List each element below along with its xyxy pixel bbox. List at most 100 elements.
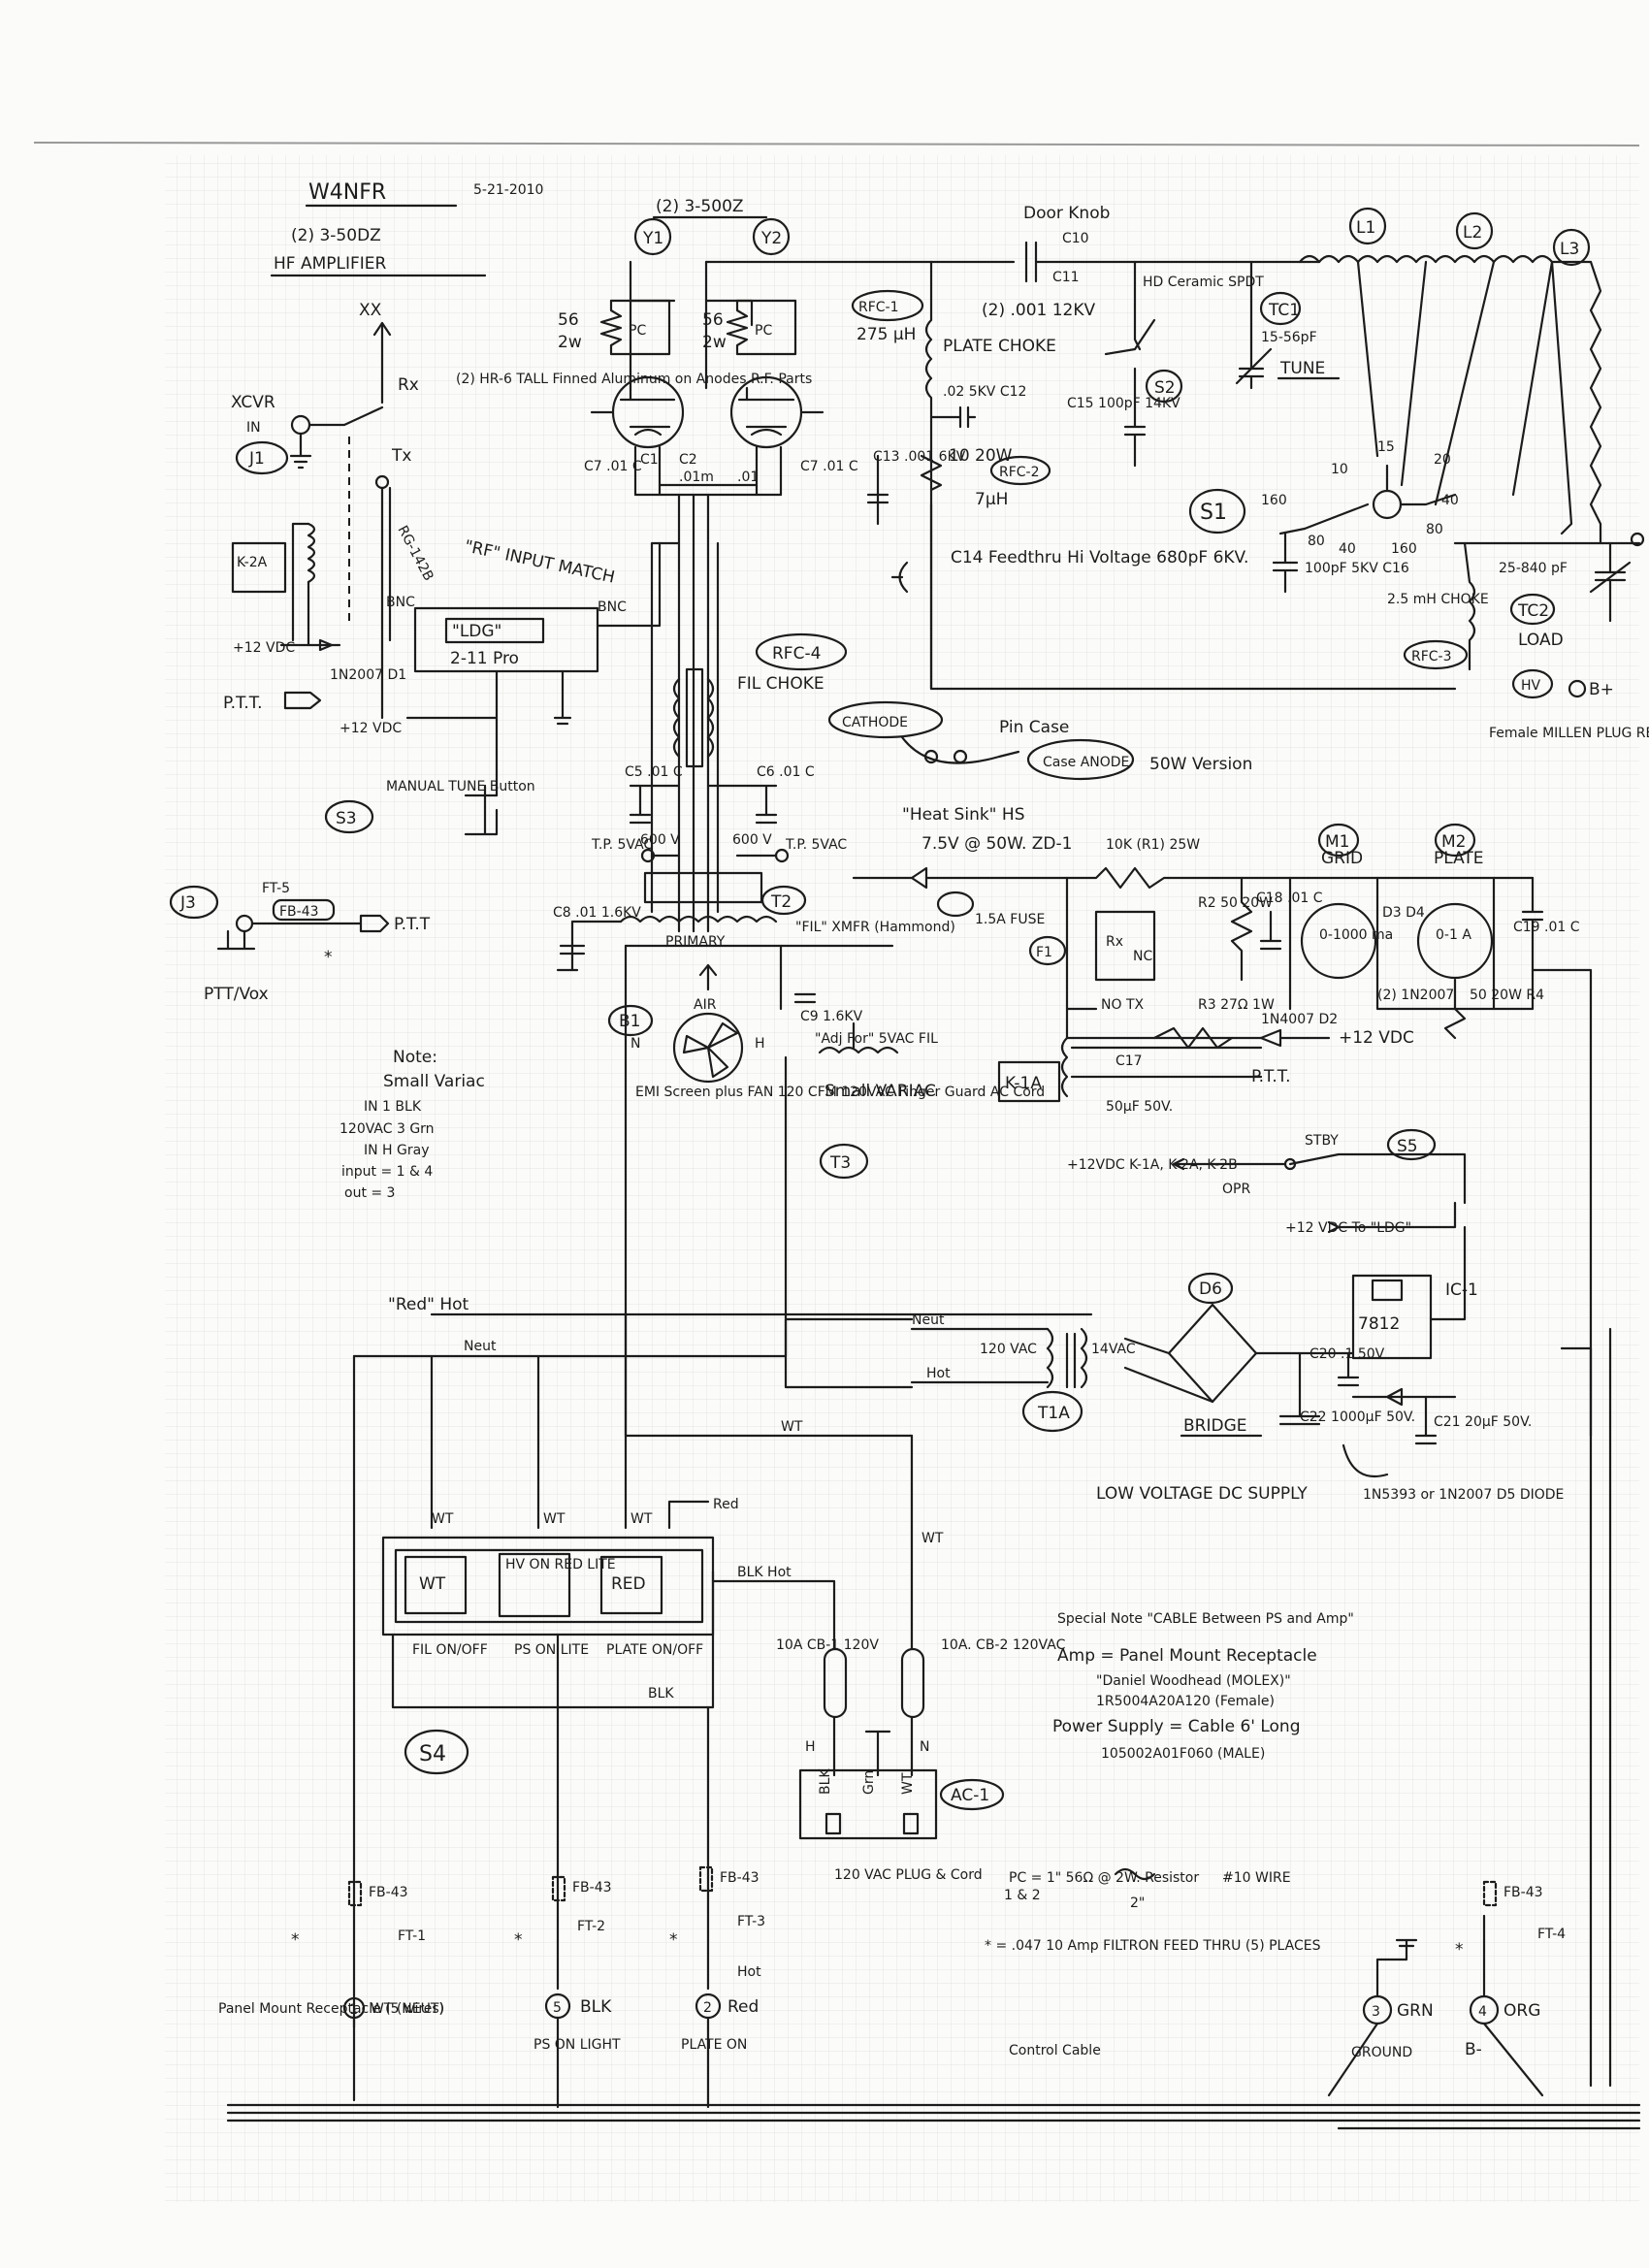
air-label: AIR <box>694 997 717 1013</box>
variac-coil <box>818 1046 899 1054</box>
filament-lines <box>677 493 710 933</box>
ps-lite-switch <box>498 1552 571 1618</box>
feedthru-mark: * <box>324 948 333 967</box>
sw-hv: HV ON RED LITE <box>505 1557 616 1572</box>
tune-button-icon <box>464 784 499 836</box>
note-line2: IN 1 BLK <box>364 1099 422 1115</box>
plus12-left: +12 VDC <box>233 640 295 656</box>
sw-wt: WT <box>419 1574 446 1594</box>
tp-right: T.P. 5VAC <box>785 837 847 853</box>
d1-diode-icon <box>318 638 334 652</box>
fb43-2: FB-43 <box>572 1880 612 1895</box>
pc-coil-icon <box>1114 1867 1156 1881</box>
plate-switch <box>599 1555 663 1615</box>
version-50w: 50W Version <box>1149 755 1252 774</box>
ptt-left: P.T.T. <box>223 694 263 713</box>
ps-on-lite: PS ON LITE <box>514 1642 589 1658</box>
rfc2-res: 10 20W <box>949 446 1013 466</box>
date: 5-21-2010 <box>473 182 543 198</box>
plate-choke-coil <box>924 260 933 691</box>
band-40-left: 40 <box>1339 541 1356 557</box>
plate-choke: PLATE CHOKE <box>943 337 1056 356</box>
amp-recept: Amp = Panel Mount Receptacle <box>1057 1646 1317 1666</box>
n-label: N <box>920 1739 929 1755</box>
rfc3-coil <box>1463 541 1476 671</box>
c3-label: .01m <box>679 470 714 485</box>
rfc1-value: 275 µH <box>857 325 916 344</box>
note-line1: Small Variac <box>383 1072 485 1091</box>
c5-voltage: 600 V <box>640 832 680 848</box>
r3-label: R3 27Ω 1W <box>1198 997 1275 1013</box>
ft4-label: FT-4 <box>1537 1927 1566 1942</box>
c2-label: C2 <box>679 452 697 468</box>
c17-value: 50µF 50V. <box>1106 1099 1173 1115</box>
graph-paper-grid <box>165 155 1639 2202</box>
lv-supply: LOW VOLTAGE DC SUPPLY <box>1096 1484 1308 1504</box>
grid-label: GRID <box>1321 849 1363 868</box>
pc-12: 1 & 2 <box>1004 1888 1041 1903</box>
bridge-label: BRIDGE <box>1183 1416 1247 1436</box>
k2a-label: K-2A <box>237 555 268 570</box>
ptt-j3: P.T.T <box>394 915 431 934</box>
xx-label: XX <box>359 301 382 320</box>
note-line4: IN H Gray <box>364 1143 430 1158</box>
pin1-label: WT (NEUT) <box>371 2001 444 2017</box>
hot-pin2: Hot <box>737 1964 761 1980</box>
page-edge <box>33 142 1640 146</box>
cb1-label: 10A CB-1 120V <box>776 1637 879 1653</box>
subtitle: HF AMPLIFIER <box>274 254 387 274</box>
c6-label: C6 .01 C <box>757 764 815 780</box>
grid-meter-icon <box>1300 902 1377 980</box>
c19-label: C19 .01 C <box>1513 920 1580 935</box>
bnc-left: BNC <box>386 595 415 610</box>
adj-for: "Adj For" 5VAC FIL <box>815 1031 938 1047</box>
d3d4-label: D3 D4 <box>1382 905 1425 921</box>
door-knob-cap-icon <box>929 241 1321 283</box>
c12-label: .02 5KV C12 <box>943 384 1026 400</box>
d6-label: D6 <box>1199 1280 1222 1299</box>
diodes-2x: (2) 1N2007 <box>1377 988 1454 1003</box>
pin2: 2 <box>703 2000 712 2016</box>
bminus-label: B- <box>1465 2040 1482 2059</box>
pin4-label: ORG <box>1504 2001 1540 2021</box>
fan-label: EMI Screen plus FAN 120 CFM 120VAC Finge… <box>635 1085 1045 1100</box>
pin1: 1 <box>349 2002 358 2018</box>
note-line5: input = 1 & 4 <box>341 1164 433 1180</box>
ft5-label: FT-5 <box>262 881 290 896</box>
band-80-left: 80 <box>1308 534 1325 549</box>
ac1-plug-box <box>798 1768 938 1840</box>
xcvr-in: IN <box>246 420 261 436</box>
panel-recept: Panel Mount Receptacle (5 wires) <box>218 2001 444 2017</box>
tx-label: Tx <box>391 446 411 466</box>
plate-onoff: PLATE ON/OFF <box>606 1642 703 1658</box>
band-20: 20 <box>1434 452 1451 468</box>
t2-label: T2 <box>770 892 792 912</box>
tc2-label: TC2 <box>1517 601 1549 621</box>
pc-res-right-w: 2w <box>702 333 727 352</box>
fan-h-pin: H <box>755 1036 765 1052</box>
primary-label: PRIMARY <box>665 934 726 950</box>
rfc4-label: RFC-4 <box>772 644 821 664</box>
r1-label: 10K (R1) 25W <box>1106 837 1200 853</box>
rfc1-label: RFC-1 <box>858 300 899 315</box>
small-variac: Small VARIAC <box>824 1082 936 1101</box>
fan-icon <box>672 1012 744 1084</box>
choke-rfc3: 2.5 mH CHOKE <box>1387 592 1489 607</box>
ft-def: * = .047 10 Amp FILTRON FEED THRU (5) PL… <box>985 1938 1321 1954</box>
tc2-value: 25-840 pF <box>1499 561 1568 576</box>
ptt-relay: P.T.T. <box>1251 1067 1291 1086</box>
pc-res-left: 56 <box>558 310 579 330</box>
d5-label: 1N5393 or 1N2007 D5 DIODE <box>1363 1487 1564 1503</box>
opr-label: OPR <box>1222 1182 1250 1197</box>
s5-label: S5 <box>1397 1137 1418 1156</box>
rx-label: Rx <box>398 375 419 395</box>
anodes-note: (2) HR-6 TALL Finned Aluminum on Anodes … <box>456 372 812 387</box>
pc-2in: 2" <box>1130 1895 1145 1911</box>
pc-right: PC <box>755 323 772 339</box>
heat-sink: "Heat Sink" HS <box>902 805 1024 825</box>
c1-label: C1 <box>640 452 659 468</box>
l1-label: L1 <box>1356 218 1375 238</box>
pin-case: Pin Case <box>999 718 1069 737</box>
blk-sw: BLK <box>648 1686 674 1701</box>
c15-label: C15 100pF 14KV <box>1067 396 1180 411</box>
